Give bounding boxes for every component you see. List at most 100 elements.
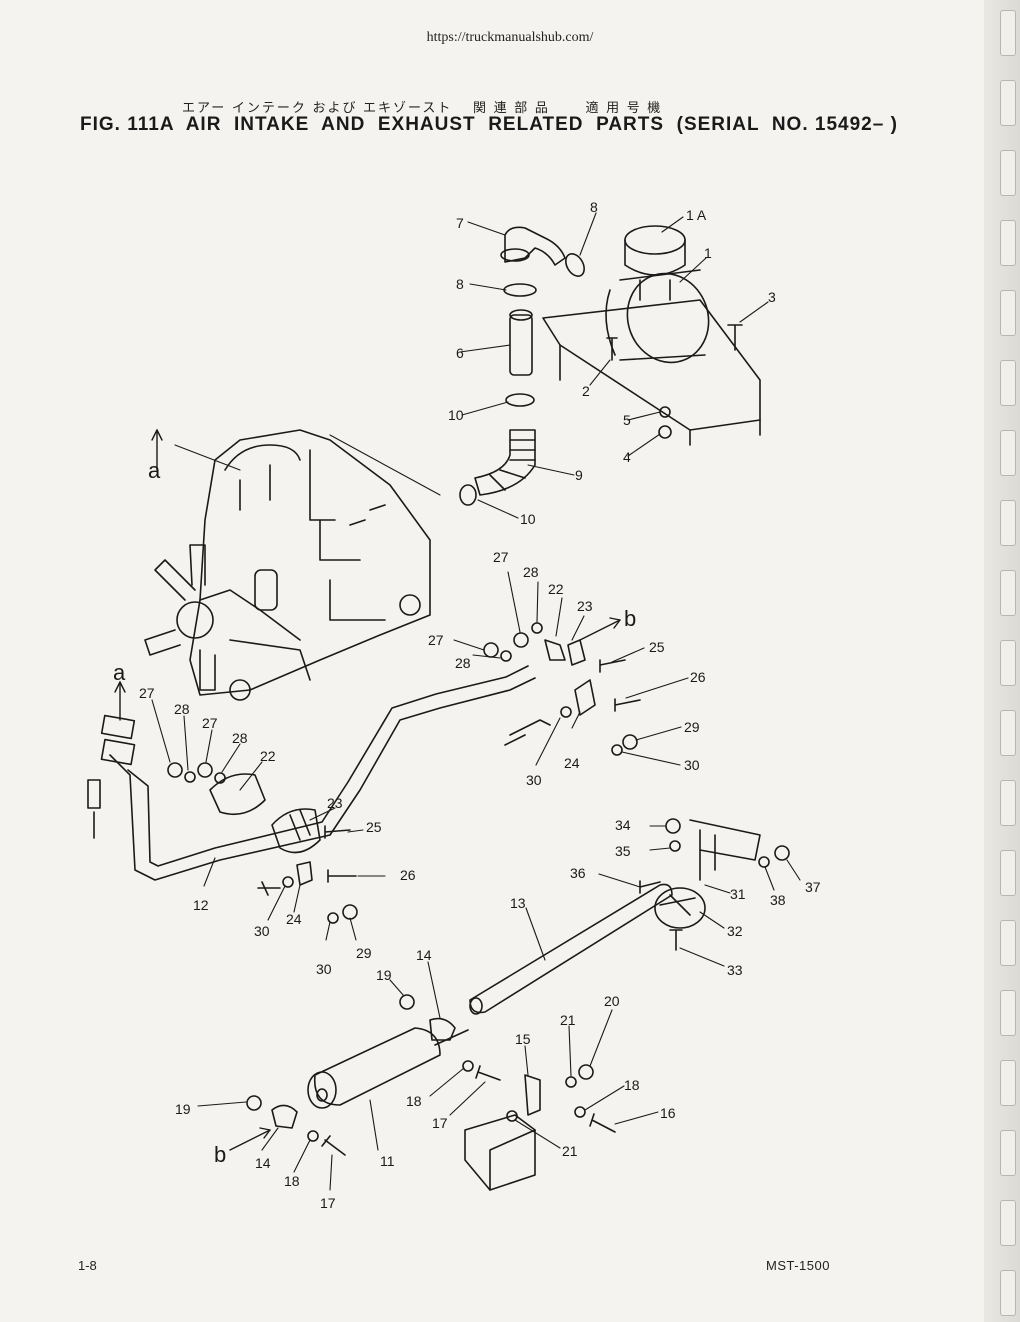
callout-21: 21: [562, 1143, 578, 1159]
callout-19: 19: [376, 967, 392, 983]
callout-28: 28: [523, 564, 539, 580]
rear-hanger: [639, 818, 790, 951]
binder-ring: [1000, 990, 1016, 1036]
binder-ring: [1000, 80, 1016, 126]
lower-hanger-parts: [257, 825, 358, 924]
reference-markers: a a b b: [113, 458, 636, 1167]
tail-pipe: [469, 883, 673, 1015]
callout-27: 27: [493, 549, 509, 565]
callout-28: 28: [174, 701, 190, 717]
callout-14: 14: [416, 947, 432, 963]
small-bolts: [606, 324, 743, 439]
manual-code: MST-1500: [766, 1258, 830, 1273]
callout-25: 25: [649, 639, 665, 655]
binder-ring: [1000, 1130, 1016, 1176]
callout-28: 28: [455, 655, 471, 671]
muffler-clamps: [246, 994, 501, 1156]
marker-b-right: b: [624, 606, 636, 631]
callout-29: 29: [684, 719, 700, 735]
upper-hanger-parts: [483, 622, 641, 756]
callout-9: 9: [575, 467, 583, 483]
callout-27: 27: [428, 632, 444, 648]
engine: [189, 429, 431, 701]
callout-28: 28: [232, 730, 248, 746]
callout-14: 14: [255, 1155, 271, 1171]
callout-12: 12: [193, 897, 209, 913]
marker-a-left: a: [113, 660, 126, 685]
callout-20: 20: [604, 993, 620, 1009]
binder-ring: [1000, 220, 1016, 266]
muffler: [307, 1027, 469, 1109]
binder-ring: [1000, 640, 1016, 686]
marker-a-top: a: [148, 458, 161, 483]
binder-ring: [1000, 1270, 1016, 1316]
callout-1: 1: [704, 245, 712, 261]
binder-ring: [1000, 150, 1016, 196]
callout-36: 36: [570, 865, 586, 881]
callout-15: 15: [515, 1031, 531, 1047]
callout-27: 27: [139, 685, 155, 701]
callout-35: 35: [615, 843, 631, 859]
callout-18: 18: [406, 1093, 422, 1109]
reference-arrows: [114, 429, 621, 1151]
callout-22: 22: [548, 581, 564, 597]
page-number: 1-8: [78, 1258, 97, 1273]
callout-30: 30: [254, 923, 270, 939]
callout-19: 19: [175, 1101, 191, 1117]
callout-7: 7: [456, 215, 464, 231]
callout-27: 27: [202, 715, 218, 731]
callout-10: 10: [520, 511, 536, 527]
callout-33: 33: [727, 962, 743, 978]
callout-17: 17: [320, 1195, 336, 1211]
callout-31: 31: [730, 886, 746, 902]
callout-18: 18: [624, 1077, 640, 1093]
callout-29: 29: [356, 945, 372, 961]
callout-34: 34: [615, 817, 631, 833]
binder-ring: [1000, 920, 1016, 966]
callout-1a: 1 A: [686, 207, 707, 223]
muffler-bracket: [464, 1064, 616, 1191]
callout-22: 22: [260, 748, 276, 764]
binder-ring: [1000, 430, 1016, 476]
callout-6: 6: [456, 345, 464, 361]
callout-23: 23: [577, 598, 593, 614]
parts-diagram: 7 8 1 A 1 3 8 6 2 10 5 4 9 10 27 28 22 2…: [87, 199, 821, 1211]
binder-ring: [1000, 360, 1016, 406]
callout-24: 24: [564, 755, 580, 771]
callout-16: 16: [660, 1105, 676, 1121]
callout-5: 5: [623, 412, 631, 428]
callout-13: 13: [510, 895, 526, 911]
binder-ring: [1000, 10, 1016, 56]
callout-10: 10: [448, 407, 464, 423]
callout-25: 25: [366, 819, 382, 835]
callout-26: 26: [690, 669, 706, 685]
intake-hose: [509, 309, 533, 376]
callout-8: 8: [590, 199, 598, 215]
source-url: https://truckmanualshub.com/: [426, 30, 594, 45]
callout-8: 8: [456, 276, 464, 292]
callout-17: 17: [432, 1115, 448, 1131]
callout-30: 30: [316, 961, 332, 977]
callout-21: 21: [560, 1012, 576, 1028]
callout-2: 2: [582, 383, 590, 399]
intake-elbow: [500, 226, 566, 266]
callout-37: 37: [805, 879, 821, 895]
binder-ring: [1000, 1200, 1016, 1246]
callout-30: 30: [684, 757, 700, 773]
binder-ring: [1000, 850, 1016, 896]
callout-labels: 7 8 1 A 1 3 8 6 2 10 5 4 9 10 27 28 22 2…: [139, 199, 821, 1211]
callout-18: 18: [284, 1173, 300, 1189]
binder-ring: [1000, 710, 1016, 756]
callout-11: 11: [380, 1153, 395, 1169]
binder-ring: [1000, 570, 1016, 616]
callout-26: 26: [400, 867, 416, 883]
figure-title: FIG. 111A AIR INTAKE AND EXHAUST RELATED…: [80, 114, 898, 135]
air-cleaner: [542, 225, 761, 446]
callout-23: 23: [327, 795, 343, 811]
marker-b-left: b: [214, 1142, 226, 1167]
callout-30: 30: [526, 772, 542, 788]
callout-3: 3: [768, 289, 776, 305]
callout-4: 4: [623, 449, 631, 465]
hose-clamps: [459, 253, 585, 506]
callout-38: 38: [770, 892, 786, 908]
